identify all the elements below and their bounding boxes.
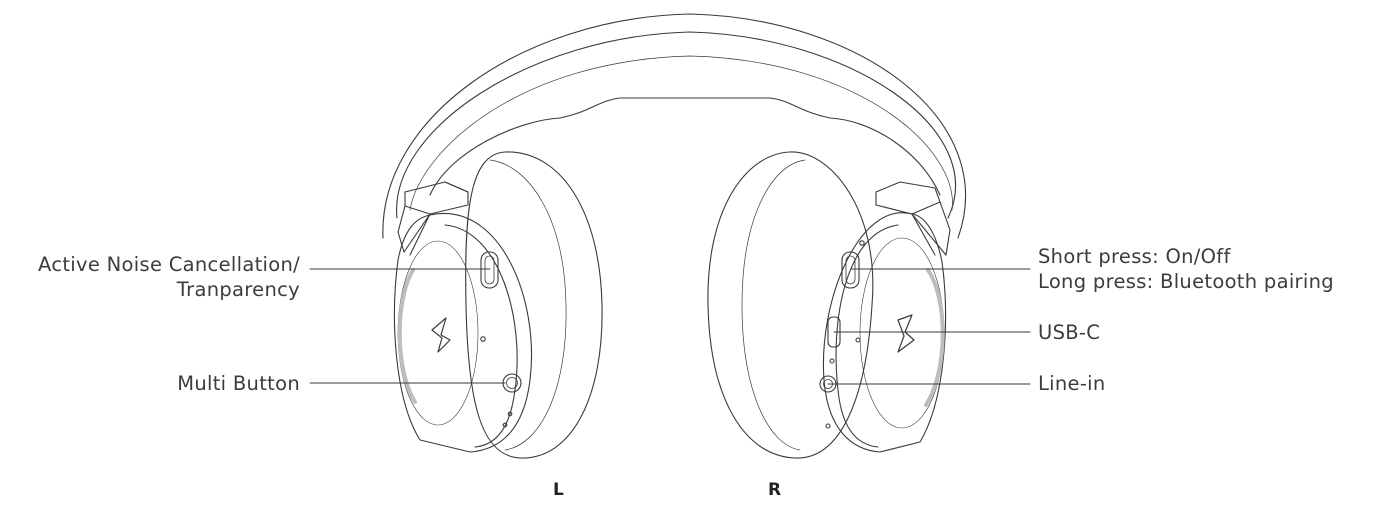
multi-button-label: Multi Button <box>177 372 300 395</box>
right-hinge <box>875 181 951 256</box>
anc-transparency-label: Active Noise Cancellation/ Tranparency <box>38 252 300 302</box>
right-side-marker: R <box>768 480 782 500</box>
left-earcup <box>393 212 533 453</box>
headband <box>382 13 966 239</box>
usbc-label: USB-C <box>1038 321 1101 344</box>
left-ear-cushion <box>465 151 603 459</box>
power-label-line1: Short press: On/Off <box>1038 245 1231 268</box>
right-earcup <box>819 212 947 453</box>
line-in-label: Line-in <box>1038 372 1106 395</box>
leader-lines <box>309 268 1031 385</box>
right-ear-cushion <box>707 151 874 459</box>
anc-label-line2: Tranparency <box>176 278 300 301</box>
left-hinge <box>397 181 469 256</box>
left-side-marker: L <box>553 480 564 500</box>
anc-label-line1: Active Noise Cancellation/ <box>38 253 300 276</box>
power-pairing-label: Short press: On/Off Long press: Bluetoot… <box>1038 244 1334 294</box>
power-label-line2: Long press: Bluetooth pairing <box>1038 270 1334 293</box>
